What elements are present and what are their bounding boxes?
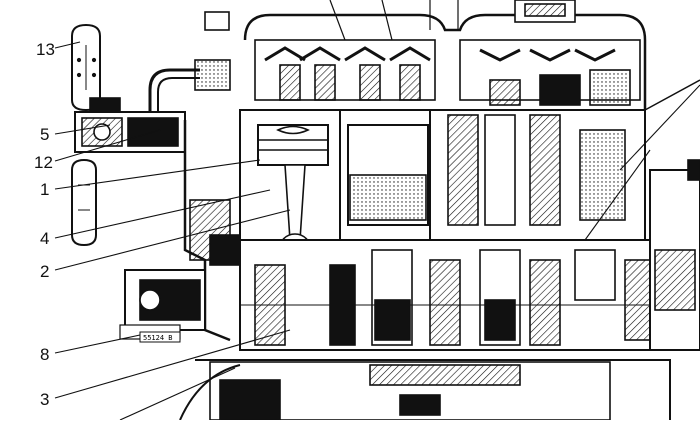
callout-2: 2 bbox=[40, 262, 50, 281]
callout-leader-lines bbox=[54, 41, 700, 421]
cylinder-block bbox=[239, 109, 646, 241]
oil-reservoir bbox=[71, 158, 97, 247]
callout-13: 13 bbox=[36, 40, 55, 59]
crankshaft bbox=[239, 239, 651, 351]
callout-5: 5 bbox=[40, 125, 50, 144]
crankcase-left-wall bbox=[119, 120, 256, 342]
callout-4: 4 bbox=[40, 229, 50, 248]
callout-12: 12 bbox=[34, 153, 53, 172]
pump-assembly bbox=[74, 11, 231, 153]
plate-code: 55124 B bbox=[143, 334, 173, 342]
callout-1: 1 bbox=[40, 180, 50, 199]
sump-base bbox=[179, 359, 671, 421]
callout-3: 3 bbox=[40, 390, 50, 409]
flywheel-housing bbox=[644, 79, 700, 351]
callout-8: 8 bbox=[40, 345, 50, 364]
cylinder-heads bbox=[243, 0, 647, 110]
